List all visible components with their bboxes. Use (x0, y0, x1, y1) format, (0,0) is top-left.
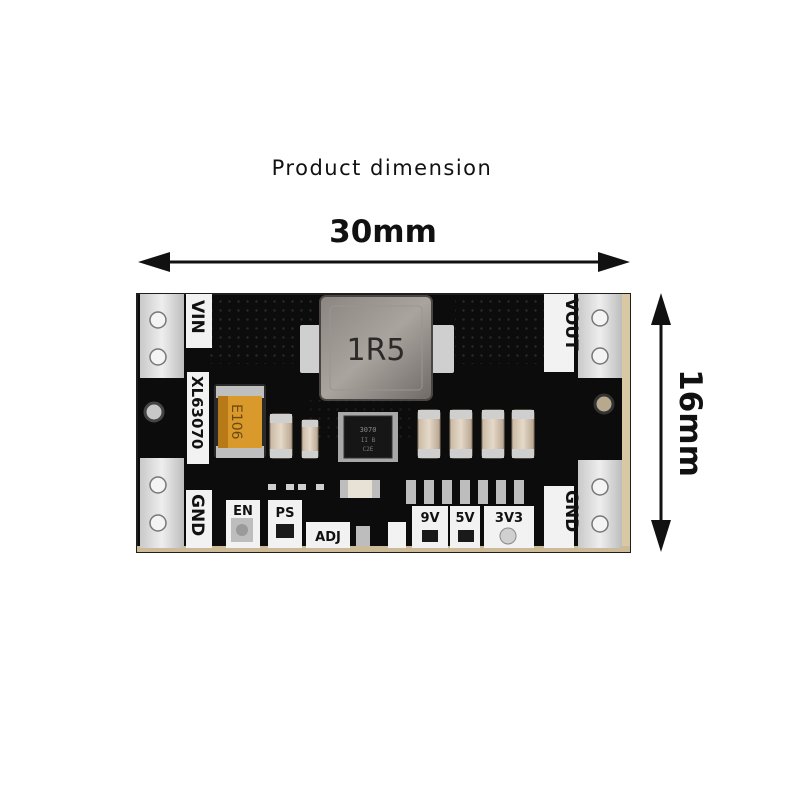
label-ps: PS (276, 506, 295, 521)
label-ic-mark: XL63070 (188, 376, 206, 449)
label-en: EN (233, 504, 253, 519)
inductor-mark: 1R5 (346, 333, 405, 368)
label-gnd-right: GND (561, 490, 581, 532)
capacitor-mark: E106 (228, 404, 244, 440)
width-dimension-label: 30mm (329, 214, 437, 250)
pcb-board: 3070 II B C2E (136, 293, 631, 553)
svg-text:C2E: C2E (363, 446, 374, 453)
ic-top-mark: 3070 (360, 426, 377, 434)
ic-chip: 3070 II B C2E (338, 412, 398, 462)
gnd-left-pad (140, 458, 184, 548)
gnd-right-pad (578, 460, 622, 548)
label-adj: ADJ (315, 530, 341, 545)
label-9v: 9V (420, 511, 439, 526)
label-5v: 5V (455, 511, 474, 526)
svg-text:II B: II B (361, 437, 376, 444)
tantalum-capacitor (214, 384, 266, 458)
label-gnd-left: GND (187, 494, 207, 536)
small-capacitors-left (269, 413, 319, 459)
vout-pad (578, 294, 622, 378)
vin-pad (140, 294, 184, 378)
output-capacitors (417, 409, 535, 459)
height-arrow (651, 293, 671, 552)
label-vin: VIN (187, 300, 207, 334)
label-vout: VOUT (561, 298, 581, 351)
inductor (300, 295, 454, 401)
label-3v3: 3V3 (495, 511, 523, 526)
smd-resistors (268, 480, 524, 504)
width-arrow (138, 252, 630, 272)
caption-title: Product dimension (271, 156, 493, 180)
